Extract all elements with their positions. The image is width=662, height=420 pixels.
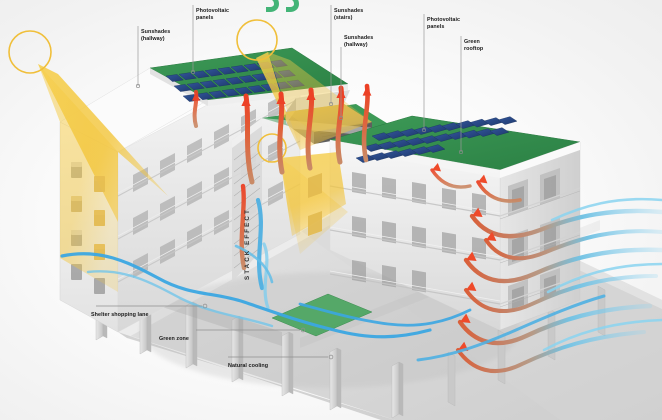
cross-ventilation-right bbox=[456, 197, 662, 374]
sun-icon-top bbox=[236, 19, 278, 61]
label-sunshades-stairs: Sunshades (stairs) bbox=[334, 8, 364, 21]
label-natural-cooling: Natural cooling bbox=[228, 363, 269, 369]
ground-cool-air bbox=[60, 244, 606, 362]
green-logo-mark bbox=[266, 0, 299, 12]
hot-air-arrows-right-facade bbox=[430, 163, 522, 203]
facade-windows-left-wing bbox=[117, 94, 301, 283]
sun-icon-middle bbox=[257, 133, 287, 163]
hot-air-arrows-courtyard bbox=[192, 83, 372, 271]
label-stack-effect: STACK EFFECT bbox=[244, 208, 251, 280]
callout-leader-lines bbox=[137, 5, 462, 152]
sun-icon-left bbox=[8, 30, 52, 74]
label-sunshades-hallway-left: Sunshades (hallway) bbox=[141, 29, 171, 42]
bottom-callout-lines bbox=[96, 303, 334, 360]
sun-ray-cones bbox=[38, 52, 372, 292]
cool-air-shaft bbox=[255, 197, 270, 310]
label-photovoltaic-panels-left: Photovoltaic panels bbox=[196, 8, 230, 21]
facade-windows-right-wing bbox=[329, 172, 501, 305]
label-photovoltaic-panels-right: Photovoltaic panels bbox=[427, 17, 461, 30]
sun-markers bbox=[8, 19, 287, 163]
label-sunshades-hallway-mid: Sunshades (hallway) bbox=[344, 35, 374, 48]
stack-effect-shaft bbox=[232, 118, 262, 282]
label-green-zone: Green zone bbox=[159, 336, 189, 342]
pv-array-right bbox=[355, 116, 518, 163]
callout-leader-endpoints bbox=[135, 69, 464, 155]
label-green-rooftop: Green rooftop bbox=[464, 39, 484, 52]
label-shelter-shopping-lane: Shelter shopping lane bbox=[91, 312, 149, 318]
